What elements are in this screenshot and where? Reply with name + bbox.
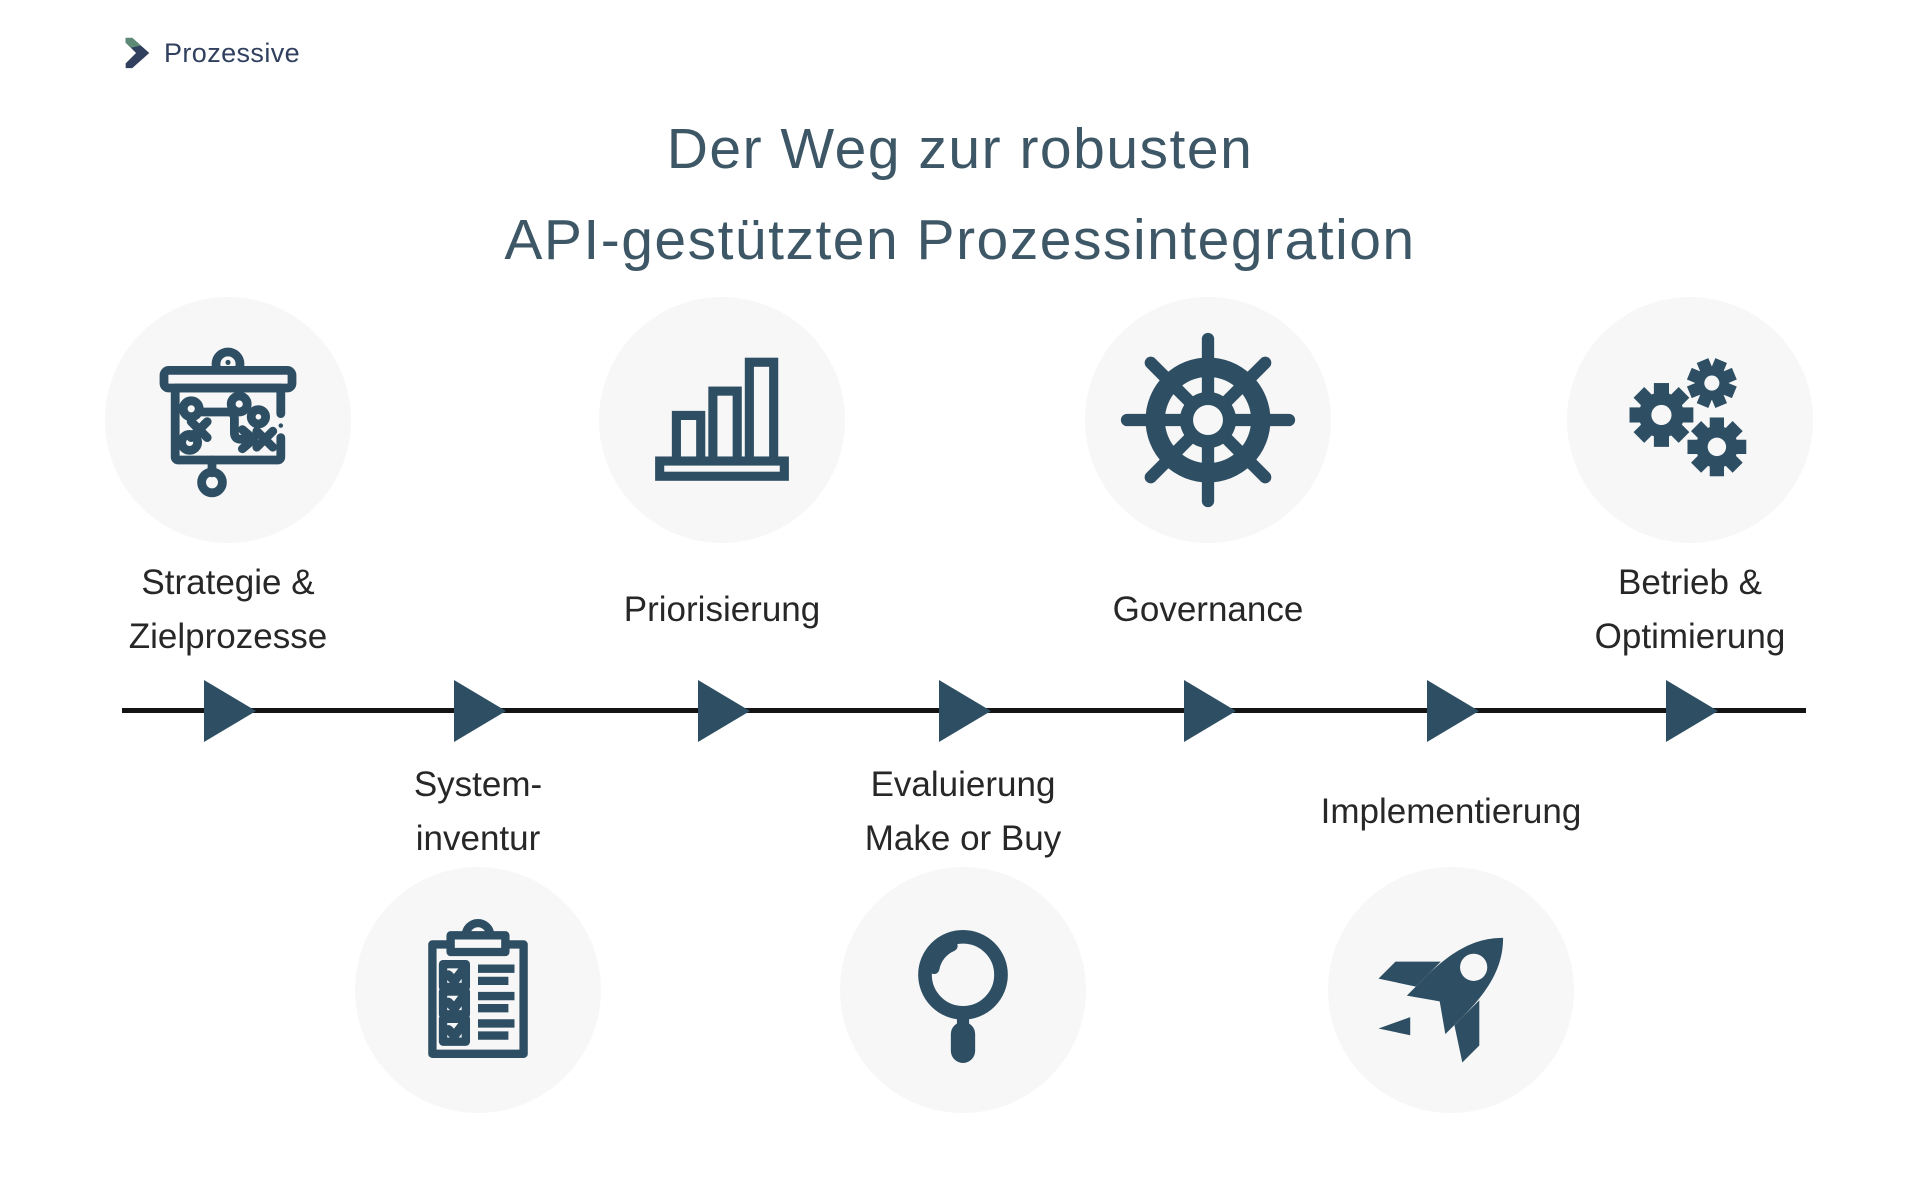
brand-name: Prozessive (164, 37, 301, 68)
brand-logo: Prozessive (120, 36, 300, 70)
step-label-line: inventur (415, 819, 541, 858)
timeline-arrowhead-icon (698, 680, 750, 742)
rocket-icon (1378, 937, 1504, 1063)
step-icon-circle (355, 867, 601, 1113)
step-label: Implementierung (1236, 758, 1666, 866)
page-title: Der Weg zur robusten API-gestützten Proz… (0, 104, 1920, 286)
timeline-arrowhead-icon (1184, 680, 1236, 742)
timeline-arrowhead-icon (204, 680, 256, 742)
step-label-line: Make or Buy (864, 819, 1062, 858)
timeline-arrowhead-icon (1666, 680, 1718, 742)
step-label: Priorisierung (507, 556, 937, 664)
step-label-line: Priorisierung (623, 590, 821, 629)
step-label-line: Strategie & (141, 563, 315, 602)
timeline-arrowhead-icon (454, 680, 506, 742)
page-title-line2: API-gestützten Prozessintegration (504, 208, 1416, 272)
step-icon-circle (1085, 297, 1331, 543)
step-label-line: Optimierung (1594, 617, 1786, 656)
step-label: Governance (993, 556, 1423, 664)
step-label: Strategie & Zielprozesse (13, 556, 443, 664)
step-label-line: Zielprozesse (128, 617, 328, 656)
magnifier-icon (918, 929, 1008, 1063)
step-icon-circle (840, 867, 1086, 1113)
step-label: System-inventur (263, 758, 693, 866)
step-icon-circle (1328, 867, 1574, 1113)
step-label-line: Governance (1112, 590, 1304, 629)
step-label-line: System- (413, 765, 543, 804)
bar-chart-icon (655, 357, 789, 481)
step-label-line: Betrieb & (1618, 563, 1762, 602)
clipboard-checklist-icon (428, 918, 528, 1059)
step-label-line: Evaluierung (870, 765, 1056, 804)
step-icon-circle (1567, 297, 1813, 543)
step-icon-circle (599, 297, 845, 543)
step-icon-circle (105, 297, 351, 543)
timeline-arrowhead-icon (939, 680, 991, 742)
strategy-board-icon (159, 347, 297, 498)
step-label-line: Implementierung (1320, 792, 1582, 831)
timeline-arrowhead-icon (1427, 680, 1479, 742)
page-title-line1: Der Weg zur robusten (666, 117, 1254, 181)
chevron-right-icon (125, 37, 150, 69)
step-label: Betrieb & Optimierung (1475, 556, 1905, 664)
ship-wheel-icon (1120, 332, 1296, 508)
gears-icon (1629, 358, 1747, 477)
